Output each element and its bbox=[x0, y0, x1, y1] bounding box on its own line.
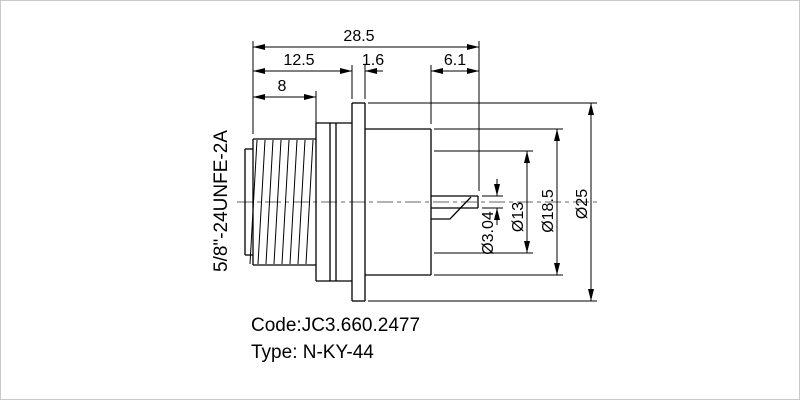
dim-label-thread-length: 8 bbox=[278, 78, 287, 95]
footer-block: Code:JC3.660.2477 Type: N-KY-44 bbox=[251, 315, 420, 363]
coupling-rim bbox=[244, 148, 253, 256]
dim-label-total-length: 28.5 bbox=[343, 28, 374, 45]
type-text: Type: N-KY-44 bbox=[251, 342, 374, 363]
mounting-flange bbox=[351, 102, 366, 302]
thread-spec-label: 5/8"-24UNFE-2A bbox=[211, 130, 232, 272]
dim-label-flange-diameter: Ø25 bbox=[574, 189, 591, 219]
dim-rear-length: 6.1 bbox=[431, 52, 479, 74]
body-section bbox=[315, 122, 352, 282]
dim-inner-diameter: Ø13 bbox=[510, 151, 530, 253]
dim-front-length: 12.5 bbox=[253, 52, 352, 74]
dim-thread-length: 8 bbox=[253, 78, 316, 100]
dim-label-front-length: 12.5 bbox=[283, 52, 314, 69]
dim-body-diameter: Ø18.5 bbox=[540, 129, 560, 275]
dim-total-length: 28.5 bbox=[253, 28, 479, 50]
dim-label-body-diameter: Ø18.5 bbox=[540, 189, 557, 233]
dim-label-flange-thickness: 1.6 bbox=[362, 52, 384, 69]
dim-flange-thickness: 1.6 bbox=[362, 52, 384, 74]
dim-label-rear-length: 6.1 bbox=[444, 52, 466, 69]
extension-lines bbox=[252, 41, 597, 302]
dim-label-pin-diameter: Ø3.04 bbox=[480, 211, 497, 255]
dim-flange-diameter: Ø25 bbox=[574, 103, 594, 301]
code-text: Code:JC3.660.2477 bbox=[251, 315, 420, 336]
connector-part bbox=[244, 102, 479, 302]
dim-label-inner-diameter: Ø13 bbox=[510, 202, 527, 232]
thread-hatching bbox=[249, 139, 314, 265]
rear-body bbox=[365, 128, 432, 276]
center-pin bbox=[431, 195, 479, 220]
dimension-layer: 28.5 12.5 1.6 6.1 8 bbox=[252, 28, 597, 302]
dim-pin-diameter: Ø3.04 bbox=[480, 179, 500, 255]
